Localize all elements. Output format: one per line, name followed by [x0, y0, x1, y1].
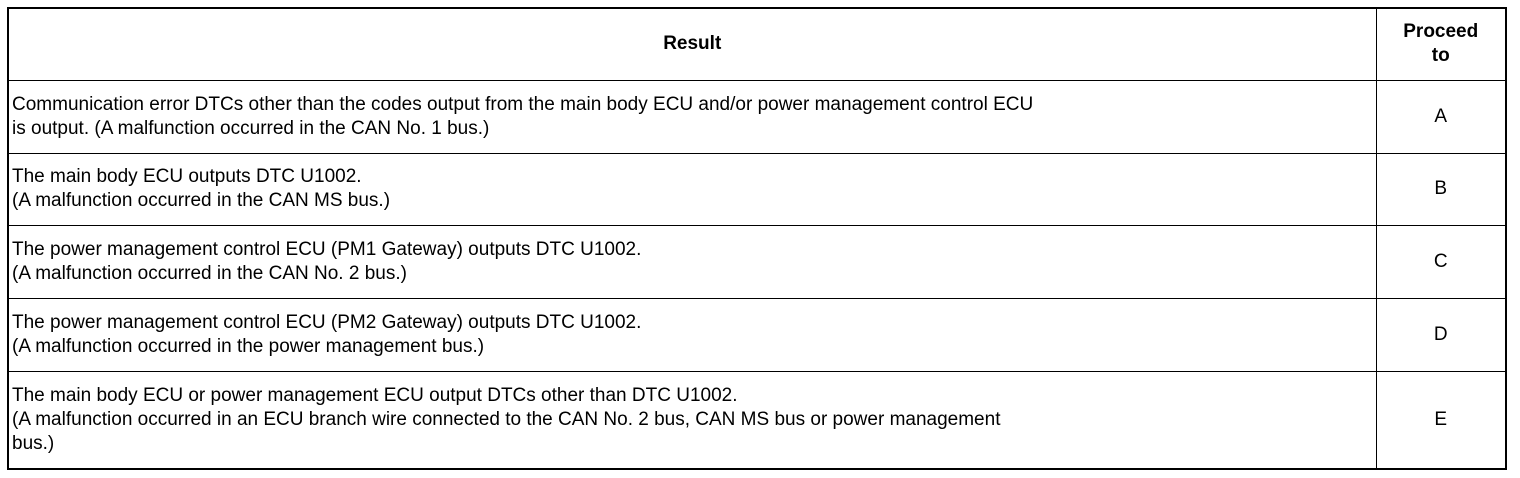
- result-text-line: bus.): [12, 432, 55, 454]
- result-text-line: The main body ECU or power management EC…: [12, 384, 738, 406]
- column-header-proceed-line2: to: [1431, 45, 1450, 67]
- result-cell: Communication error DTCs other than the …: [9, 79, 1377, 154]
- column-header-proceed-to: Proceed to: [1375, 9, 1505, 81]
- table-row: The main body ECU outputs DTC U1002. (A …: [9, 152, 1505, 227]
- result-cell: The main body ECU or power management EC…: [9, 370, 1377, 468]
- column-header-result: Result: [9, 9, 1377, 81]
- column-header-proceed-line1: Proceed: [1403, 21, 1479, 43]
- table-header-row: Result Proceed to: [9, 9, 1505, 81]
- table-row: The power management control ECU (PM1 Ga…: [9, 225, 1505, 300]
- proceed-to-cell: E: [1375, 370, 1505, 468]
- result-cell: The power management control ECU (PM1 Ga…: [9, 225, 1377, 300]
- result-text-line: (A malfunction occurred in the power man…: [12, 336, 485, 357]
- table-row: The power management control ECU (PM2 Ga…: [9, 298, 1505, 372]
- result-text-line: The power management control ECU (PM1 Ga…: [12, 239, 642, 261]
- result-text-line: (A malfunction occurred in the CAN MS bu…: [12, 190, 391, 212]
- proceed-to-cell: A: [1375, 79, 1505, 154]
- result-cell: The main body ECU outputs DTC U1002. (A …: [9, 152, 1377, 227]
- result-text-line: The power management control ECU (PM2 Ga…: [12, 312, 642, 333]
- result-text-line: (A malfunction occurred in an ECU branch…: [12, 408, 1001, 430]
- result-cell: The power management control ECU (PM2 Ga…: [9, 298, 1377, 372]
- table-row: Communication error DTCs other than the …: [9, 79, 1505, 154]
- result-table: Result Proceed to Communication error DT…: [9, 9, 1505, 468]
- result-text-line: (A malfunction occurred in the CAN No. 2…: [12, 263, 407, 285]
- proceed-to-cell: C: [1375, 225, 1505, 300]
- table-row: The main body ECU or power management EC…: [9, 370, 1505, 468]
- result-text-line: The main body ECU outputs DTC U1002.: [12, 166, 362, 188]
- proceed-to-cell: D: [1375, 298, 1505, 372]
- result-table-frame: Result Proceed to Communication error DT…: [7, 7, 1507, 470]
- result-text-line: Communication error DTCs other than the …: [12, 93, 1034, 115]
- result-text-line: is output. (A malfunction occurred in th…: [12, 117, 490, 139]
- proceed-to-cell: B: [1375, 152, 1505, 227]
